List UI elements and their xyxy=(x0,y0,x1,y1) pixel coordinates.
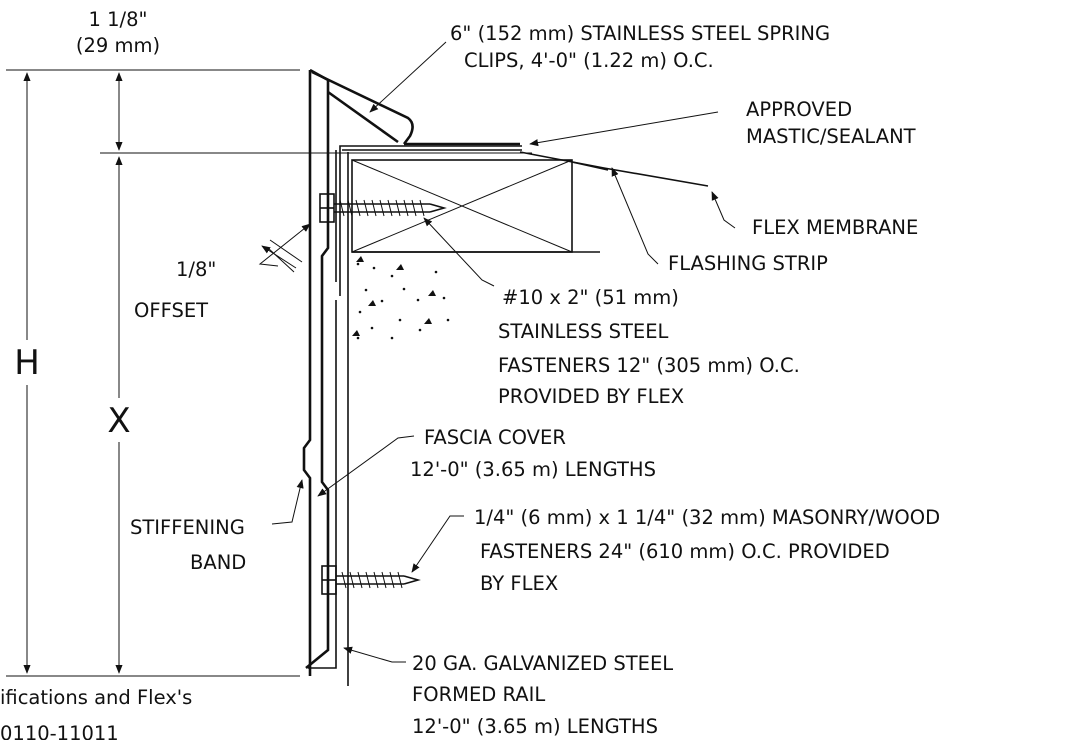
footnote-line1: ifications and Flex's xyxy=(0,686,192,709)
concrete-stipple xyxy=(352,256,450,340)
fastener-label-line3: FASTENERS 12" (305 mm) O.C. xyxy=(498,354,800,377)
masonry-fastener-label-line1: 1/4" (6 mm) x 1 1/4" (32 mm) MASONRY/WOO… xyxy=(474,506,940,529)
mastic-label-line1: APPROVED xyxy=(746,98,852,121)
stainless-fastener xyxy=(319,193,447,223)
formed-rail xyxy=(308,145,522,669)
fascia-cover-label-line2: 12'-0" (3.65 m) LENGTHS xyxy=(410,458,656,481)
dimension-x-label: X xyxy=(107,401,130,441)
top-width-label: 1 1/8" xyxy=(89,8,148,31)
flashing-and-membrane xyxy=(519,151,709,187)
annotations: 1 1/8" (29 mm) 6" (152 mm) STAINLESS STE… xyxy=(0,8,940,740)
spring-clips-label-line1: 6" (152 mm) STAINLESS STEEL SPRING xyxy=(450,22,830,45)
footnote-line2: 0110-11011 xyxy=(0,722,119,740)
masonry-fastener-label-line3: BY FLEX xyxy=(480,572,558,595)
fascia-cover-label-line1: FASCIA COVER xyxy=(424,426,566,449)
fastener-label-line2: STAINLESS STEEL xyxy=(498,320,669,343)
formed-rail-label-line3: 12'-0" (3.65 m) LENGTHS xyxy=(412,715,658,738)
stiffening-band-label-line1: STIFFENING xyxy=(130,516,245,539)
spring-clip xyxy=(311,70,522,151)
flex-membrane-label: FLEX MEMBRANE xyxy=(752,216,918,239)
masonry-fastener-label-line2: FASTENERS 24" (610 mm) O.C. PROVIDED xyxy=(480,540,890,563)
leader-lines xyxy=(258,41,736,663)
stiffening-band-label-line2: BAND xyxy=(190,551,246,574)
wall-substrate xyxy=(347,152,600,686)
formed-rail-label-line2: FORMED RAIL xyxy=(412,683,545,706)
fastener-label-line4: PROVIDED BY FLEX xyxy=(498,385,684,408)
masonry-fastener xyxy=(321,565,421,595)
dimension-h-label: H xyxy=(14,343,40,383)
flashing-strip-label: FLASHING STRIP xyxy=(668,252,828,275)
fascia-cover xyxy=(302,68,330,676)
offset-label-line1: 1/8" xyxy=(176,258,216,281)
spring-clips-label-line2: CLIPS, 4'-0" (1.22 m) O.C. xyxy=(464,49,714,72)
top-width-metric-label: (29 mm) xyxy=(76,34,160,57)
dimension-lines xyxy=(6,69,532,677)
offset-label-line2: OFFSET xyxy=(134,299,208,322)
mastic-label-line2: MASTIC/SEALANT xyxy=(746,125,916,148)
fastener-label-line1: #10 x 2" (51 mm) xyxy=(502,286,679,309)
formed-rail-label-line1: 20 GA. GALVANIZED STEEL xyxy=(412,652,673,675)
